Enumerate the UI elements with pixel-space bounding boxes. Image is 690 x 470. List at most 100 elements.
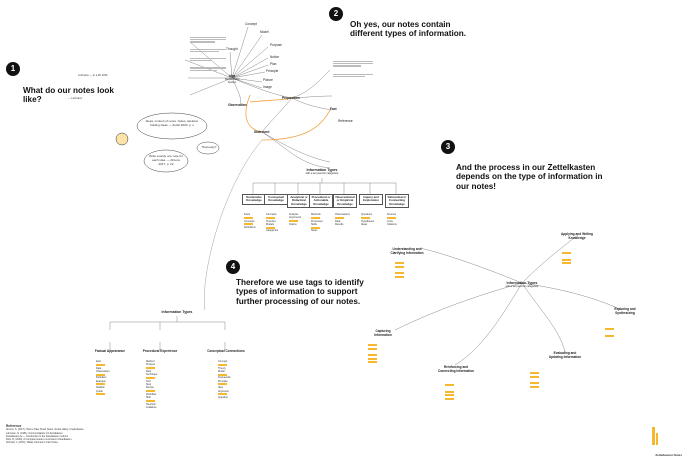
info-types-sub: with a set (used for categories) (305, 172, 339, 175)
branch-understanding: Understanding and Clarifying Information (390, 247, 424, 255)
reference-node: Reference (338, 119, 353, 123)
branch-applying: Applying and Writing Knowledge (561, 232, 593, 240)
col-conceptual: Conceptual Connections (207, 349, 245, 353)
statement-node: Statement (254, 130, 270, 134)
list-item: Concept (218, 360, 228, 363)
list-item: Recipe (146, 386, 154, 390)
applying-items (562, 252, 571, 265)
idea-note-lines (190, 36, 226, 72)
reference-item: Ahrens, S. (2017). How to Take Smart Not… (6, 428, 85, 432)
list-item: Rule (146, 369, 152, 373)
fact-node: Fact (330, 107, 337, 111)
list-item: Data (96, 366, 102, 370)
category-items-inquiry: Questions Hypotheses Ideas (361, 213, 374, 226)
list-item: Heuristic (146, 402, 156, 406)
list-item: Theory (218, 366, 226, 370)
exploring-items (605, 328, 614, 338)
idea-sub: Simple Zettel System (224, 77, 240, 84)
list-item: Observation (96, 369, 110, 373)
list-item: Claims (289, 222, 297, 226)
heading-1: What do our notes look like? (23, 86, 114, 105)
branch-purpose: Purpose (270, 43, 282, 47)
thought-bubble-text: Ideas, content of notes. Notes, skeleton… (145, 119, 199, 127)
category-items-referential: Sources Links Citations (387, 213, 397, 226)
conceptual-list: Concept Theory Model Framework Principle… (218, 360, 231, 400)
list-item: Steps (311, 229, 318, 233)
category-items-procedural: Methods Processes Skills Steps (311, 213, 323, 233)
reference-item: Doto, B. (2020). A Complete Guide to Luh… (6, 438, 73, 442)
list-item: Analysis (289, 213, 299, 216)
col-procedural: Procedural Experience (142, 349, 178, 353)
category-referential: Referential or Connecting Knowledge (385, 194, 409, 209)
procedural-list: Method Process Rule Technique Tool Step … (146, 360, 157, 409)
heading-2: Oh yes, our notes contain different type… (350, 20, 466, 39)
info-types-title: Information Types (306, 168, 338, 172)
idea-label: Idea (228, 74, 236, 78)
luhmann-quote: Luhmann — In a ZK 2001 (78, 74, 108, 77)
section4-title: Information Types (161, 310, 193, 314)
branch-model: Model (260, 30, 269, 34)
list-item: Methods (311, 213, 321, 216)
list-item: Model (218, 369, 225, 373)
section3-center: Information Types (506, 281, 538, 285)
references-title: Reference (6, 424, 22, 428)
category-items-analytical: Analysis Arguments Claims (289, 213, 301, 226)
list-item: Idea (218, 386, 223, 390)
thought-bubble-easy: That easy? (201, 145, 217, 149)
list-item: Step (146, 383, 152, 387)
step-badge-3: 3 (441, 140, 455, 154)
category-procedural: Procedural or Actionable Knowledge (309, 194, 333, 209)
list-item: Hypotheses (361, 219, 375, 223)
list-item: Definition (96, 376, 107, 380)
list-item: Skill (146, 396, 151, 400)
list-item: Definitions (244, 226, 256, 230)
category-declarative: Declarative Knowledge (242, 194, 266, 205)
heading-4: Therefore we use tags to identify types … (236, 278, 364, 306)
list-item: Models (266, 222, 275, 226)
category-observational: Observational or Empirical Knowledge (333, 194, 357, 209)
list-item: Argument (218, 389, 229, 393)
proposition-node: Proposition (282, 96, 300, 100)
list-item: Links (387, 219, 393, 223)
list-item: Arguments (289, 216, 302, 220)
heading-3: And the process in our Zettelkasten depe… (456, 163, 603, 191)
list-item: Results (335, 222, 344, 226)
list-item: Categories (266, 229, 279, 233)
list-item: Method (146, 360, 155, 363)
reference-item: Schmidt, J. (2016). Niklas Luhmann's Car… (6, 441, 59, 445)
branch-picture: Picture (263, 78, 273, 82)
branch-notion: Notion (270, 55, 280, 59)
list-item: Technique (146, 373, 158, 377)
branch-principle: Principle (266, 69, 279, 73)
category-items-observational: Observations Data Results (335, 213, 350, 226)
branch-evaluating: Evaluating and Updating Information (548, 351, 582, 359)
section3-center-sub: with a set (used for categories) (505, 285, 539, 288)
list-item: Tool (146, 379, 151, 383)
list-item: Facts (244, 213, 251, 216)
list-item: Questions (361, 213, 373, 216)
branch-capturing: Capturing Information (374, 329, 392, 337)
list-item: Process (146, 363, 156, 367)
list-item: Example (96, 379, 106, 383)
list-item: Framework (218, 376, 231, 380)
category-items-declarative: Facts Concepts Definitions (244, 213, 256, 229)
idea-node: Idea Simple Zettel System (222, 74, 242, 84)
footer-label: Zettelkasten Notes (655, 453, 682, 457)
list-item: Guideline (146, 406, 157, 410)
branch-reinforcing: Reinforcing and Connecting Information (438, 365, 474, 373)
step-badge-2: 2 (329, 7, 343, 21)
reinforcing-items (445, 384, 454, 400)
category-analytical: Analytical or Didactical Knowledge (287, 194, 311, 209)
list-item: Data (335, 219, 341, 223)
col-factual: Factual Appearance (94, 349, 126, 353)
list-item: Skills (311, 222, 317, 226)
category-inquiry: Inquiry and Exploration (359, 194, 383, 205)
branch-plan: Plan (270, 62, 277, 66)
list-item: Processes (311, 219, 323, 223)
reference-item: Zettelkasten.de — Introduction to the Ze… (6, 434, 69, 438)
observation-node: Observation (228, 103, 247, 107)
list-item: Citations (387, 222, 397, 226)
author-note: — Luhmann (68, 97, 83, 100)
factual-list: Fact Data Observation Definition Example… (96, 360, 109, 396)
list-item: Question (218, 396, 229, 400)
